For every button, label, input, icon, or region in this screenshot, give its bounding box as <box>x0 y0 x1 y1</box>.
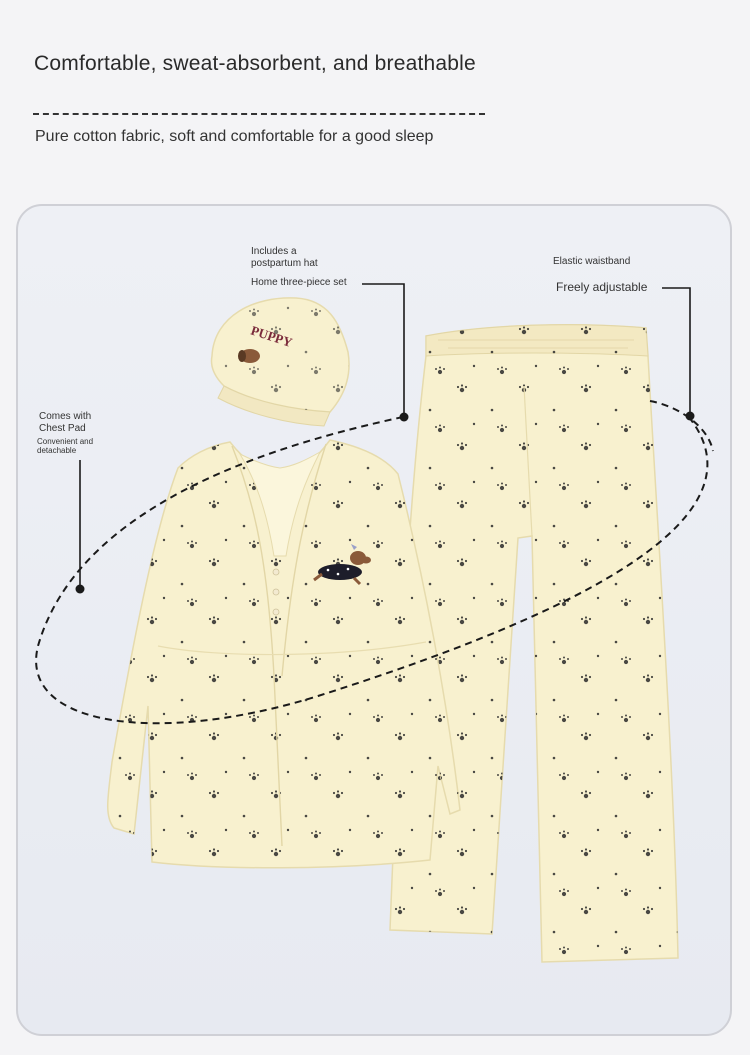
postpartum-hat: PUPPY <box>210 297 350 427</box>
dashed-orbit <box>35 400 714 725</box>
waist-callout-small: Elastic waistband <box>553 256 631 267</box>
product-panel: PUPPY Includes a postpartum hat Home thr… <box>16 204 732 1036</box>
pants <box>389 323 679 963</box>
dashed-divider <box>33 113 485 115</box>
chest-callout-small: Convenient and detachable <box>37 437 94 455</box>
page-title: Comfortable, sweat-absorbent, and breath… <box>34 52 476 75</box>
waist-callout-main: Freely adjustable <box>556 280 648 294</box>
pajama-set-illustration: PUPPY <box>35 283 714 963</box>
callout-leaders <box>79 283 691 589</box>
chest-callout-dot <box>75 584 85 594</box>
hat-callout-dot <box>399 412 409 422</box>
hat-callout-small: Includes a postpartum hat <box>251 246 318 269</box>
waist-callout-dot <box>685 411 695 421</box>
dachshund-embroidery <box>313 544 371 586</box>
page-subtitle: Pure cotton fabric, soft and comfortable… <box>35 128 434 145</box>
cardigan-top <box>106 439 461 869</box>
hat-callout-main: Home three-piece set <box>251 277 347 288</box>
chest-callout-main: Comes with Chest Pad <box>39 411 92 434</box>
